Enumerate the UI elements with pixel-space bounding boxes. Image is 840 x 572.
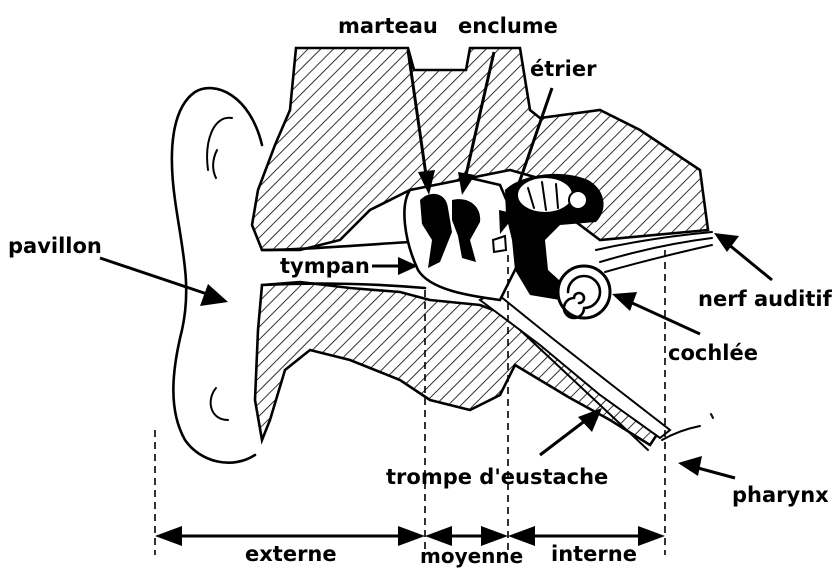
label-etrier: étrier [530,57,597,81]
pharynx-tick [711,414,713,418]
arrow-tympan [372,257,418,275]
arrow-nerf-auditif [714,233,772,280]
zone-label-externe: externe [245,542,337,566]
lobe-fold [211,388,228,420]
vestibule [569,191,587,209]
pinna-inner-fold [207,118,232,170]
zone-label-interne: interne [551,542,637,566]
label-tympan: tympan [280,254,370,278]
pinna-outline [172,88,262,463]
label-pharynx: pharynx [732,483,829,507]
pinna-inner-curl [213,150,217,178]
arrow-pavillon [100,258,228,306]
arrow-pharynx [678,456,735,478]
arrow-cochlee [612,292,700,334]
zone-arrow-moyenne [425,526,508,546]
label-enclume: enclume [458,14,558,38]
auditory-nerve-3 [605,245,712,272]
zone-label-moyenne: moyenne [420,544,523,568]
label-marteau: marteau [338,14,438,38]
label-pavillon: pavillon [8,234,102,258]
label-cochlee: cochlée [668,341,758,365]
stapes [493,236,506,252]
eustachian-tube-edge [520,330,648,450]
label-trompe: trompe d'eustache [386,465,608,489]
arrow-trompe [540,408,602,455]
label-nerf-auditif: nerf auditif [698,287,833,311]
